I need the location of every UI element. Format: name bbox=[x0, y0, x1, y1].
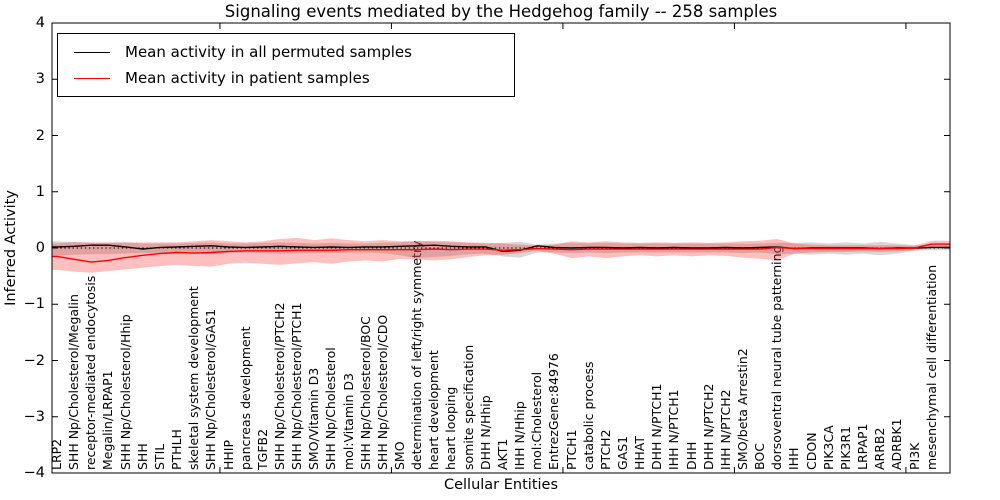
x-tick-label: Megalin/LRPAP1 bbox=[100, 370, 116, 470]
x-tick-label: STIL bbox=[151, 443, 167, 470]
y-tick-label: −4 bbox=[23, 465, 45, 481]
x-tick-label: BOC bbox=[752, 443, 768, 470]
x-tick-label: AKT1 bbox=[494, 438, 510, 470]
patient-range-band bbox=[52, 237, 950, 273]
x-tick-label: receptor-mediated endocytosis bbox=[83, 275, 99, 470]
x-tick-label: determination of left/right symmetry bbox=[409, 240, 425, 471]
x-tick-label: dorsoventral neural tube patterning bbox=[769, 245, 785, 471]
x-tick-label: DHH bbox=[683, 441, 699, 470]
x-tick-label: TGFB2 bbox=[254, 428, 270, 470]
legend-label-patient: Mean activity in patient samples bbox=[125, 69, 370, 87]
x-tick-label: pancreas development bbox=[237, 326, 253, 470]
x-tick-label: SHH bbox=[134, 443, 150, 470]
legend-item-patient: Mean activity in patient samples bbox=[58, 69, 514, 87]
x-tick-label: catabolic process bbox=[580, 361, 596, 470]
patient-mean-line bbox=[52, 243, 950, 263]
x-tick-label: LRPAP1 bbox=[855, 423, 870, 470]
x-tick-label: mol:Cholesterol bbox=[529, 371, 545, 470]
x-tick-label: LRP2 bbox=[49, 438, 64, 470]
x-tick-label: CDON bbox=[803, 432, 819, 470]
x-tick-label: DHH N/Hhip bbox=[477, 395, 493, 470]
x-tick-label: somite specification bbox=[460, 344, 476, 470]
y-tick-label: 4 bbox=[35, 15, 45, 31]
x-tick-label: PTHLH bbox=[169, 429, 184, 470]
x-tick-label: IHH N/PTCH1 bbox=[666, 389, 682, 470]
legend: Mean activity in all permuted samples Me… bbox=[57, 33, 515, 97]
x-tick-label: PIK3R1 bbox=[837, 425, 853, 470]
x-tick-label: PIK3CA bbox=[820, 425, 836, 470]
x-tick-label: heart looping bbox=[443, 386, 459, 470]
x-tick-label: skeletal system development bbox=[186, 286, 202, 470]
x-tick-label: IHH N/Hhip bbox=[512, 401, 527, 470]
permuted-mean-line bbox=[52, 244, 950, 253]
x-tick-label: GAS1 bbox=[614, 435, 630, 470]
x-tick-label: SMO bbox=[392, 441, 407, 470]
y-tick-label: 0 bbox=[35, 240, 45, 256]
x-axis-label: Cellular Entities bbox=[443, 477, 559, 493]
x-tick-label: SHH Np/Cholesterol/GAS1 bbox=[203, 308, 219, 470]
x-tick-label: DHH N/PTCH1 bbox=[649, 383, 665, 470]
y-tick-label: 2 bbox=[35, 127, 45, 144]
x-tick-label: mesenchymal cell differentiation bbox=[923, 264, 939, 470]
x-tick-label: PTCH1 bbox=[563, 429, 579, 470]
x-tick-label: mol:Vitamin D3 bbox=[340, 373, 356, 470]
x-tick-label: SHH Np/Cholesterol/Megalin bbox=[66, 294, 82, 470]
y-tick-label: −2 bbox=[23, 352, 45, 369]
legend-item-permuted: Mean activity in all permuted samples bbox=[58, 43, 514, 61]
x-tick-label: SMO/Vitamin D3 bbox=[306, 367, 322, 470]
x-tick-label: PTCH2 bbox=[597, 429, 613, 470]
y-tick-label: −3 bbox=[23, 408, 45, 425]
x-tick-label: SHH Np/Cholesterol/PTCH1 bbox=[289, 302, 305, 471]
x-tick-label: EntrezGene:84976 bbox=[546, 353, 562, 470]
x-tick-label: SHH Np/Cholesterol/CDO bbox=[374, 314, 390, 470]
x-tick-label: IHH N/PTCH2 bbox=[717, 389, 733, 470]
x-tick-label: PI3K bbox=[906, 442, 922, 470]
x-tick-label: SHH Np/Cholesterol/Hhip bbox=[117, 314, 133, 470]
black-line-sample-icon bbox=[74, 51, 110, 53]
x-tick-label: DHH N/PTCH2 bbox=[700, 383, 716, 470]
x-tick-label: HHAT bbox=[632, 435, 648, 470]
chart-title: Signaling events mediated by the Hedgeho… bbox=[224, 2, 778, 21]
x-tick-label: SHH Np/Cholesterol/PTCH2 bbox=[271, 302, 287, 471]
x-tick-label: SMO/beta Arrestin2 bbox=[735, 348, 750, 470]
x-tick-label: SHH Np/Cholesterol/BOC bbox=[357, 316, 373, 470]
y-tick-label: −1 bbox=[23, 296, 45, 313]
x-tick-label: ARRB2 bbox=[872, 427, 888, 470]
legend-label-permuted: Mean activity in all permuted samples bbox=[125, 43, 412, 61]
permuted-range-band bbox=[52, 241, 950, 259]
x-tick-label: heart development bbox=[426, 350, 442, 470]
red-line-sample-icon bbox=[74, 77, 110, 79]
x-tick-label: ADRBK1 bbox=[889, 418, 905, 470]
x-tick-label: IHH bbox=[786, 447, 802, 471]
x-tick-label: HHIP bbox=[220, 439, 236, 470]
y-tick-label: 3 bbox=[35, 71, 45, 88]
y-tick-label: 1 bbox=[35, 183, 45, 200]
x-tick-label: SHH Np/Cholesterol bbox=[323, 347, 339, 470]
